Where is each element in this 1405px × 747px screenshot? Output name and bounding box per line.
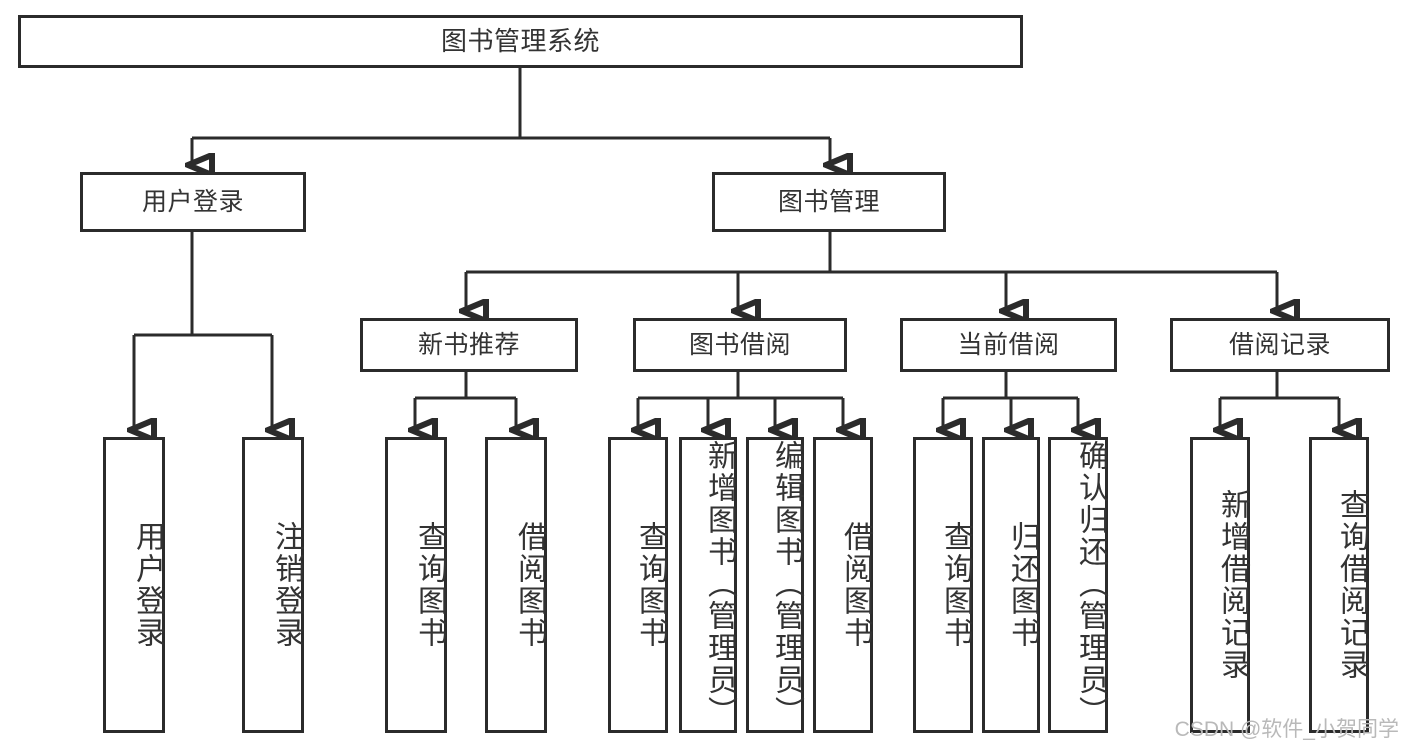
- node-borrow-record[interactable]: 借阅记录: [1170, 318, 1390, 372]
- node-current-borrow-label: 当前借阅: [957, 331, 1060, 359]
- node-leaf-borrow-book-1-label: 借阅图书: [513, 521, 546, 649]
- node-leaf-user-login[interactable]: 用户登录: [103, 437, 165, 733]
- node-leaf-return-book-label: 归还图书: [1006, 521, 1039, 649]
- node-leaf-add-book[interactable]: 新增图书（管理员）: [679, 437, 737, 733]
- node-leaf-edit-book[interactable]: 编辑图书（管理员）: [746, 437, 804, 733]
- node-leaf-user-login-label: 用户登录: [131, 521, 164, 649]
- node-user-login-label: 用户登录: [141, 188, 244, 216]
- node-leaf-add-record[interactable]: 新增借阅记录: [1190, 437, 1250, 733]
- node-leaf-query-book-3[interactable]: 查询图书: [913, 437, 973, 733]
- node-new-book-recommend-label: 新书推荐: [417, 331, 520, 359]
- node-leaf-query-book-2-label: 查询图书: [634, 521, 667, 649]
- node-leaf-query-book-3-label: 查询图书: [939, 521, 972, 649]
- node-leaf-confirm-return[interactable]: 确认归还（管理员）: [1048, 437, 1108, 733]
- node-book-manage[interactable]: 图书管理: [712, 172, 946, 232]
- node-leaf-query-record-label: 查询借阅记录: [1335, 489, 1368, 681]
- node-root-label: 图书管理系统: [440, 25, 600, 56]
- node-leaf-edit-book-label: 编辑图书（管理员）: [770, 440, 803, 728]
- node-borrow-record-label: 借阅记录: [1228, 331, 1331, 359]
- node-new-book-recommend[interactable]: 新书推荐: [360, 318, 578, 372]
- node-leaf-query-record[interactable]: 查询借阅记录: [1309, 437, 1369, 733]
- node-book-borrow[interactable]: 图书借阅: [633, 318, 847, 372]
- node-user-login[interactable]: 用户登录: [80, 172, 306, 232]
- node-leaf-confirm-return-label: 确认归还（管理员）: [1074, 440, 1107, 728]
- node-leaf-user-logout[interactable]: 注销登录: [242, 437, 304, 733]
- node-book-borrow-label: 图书借阅: [688, 331, 791, 359]
- node-leaf-return-book[interactable]: 归还图书: [982, 437, 1040, 733]
- node-leaf-query-book-1[interactable]: 查询图书: [385, 437, 447, 733]
- node-leaf-query-book-2[interactable]: 查询图书: [608, 437, 668, 733]
- node-leaf-borrow-book-2-label: 借阅图书: [839, 521, 872, 649]
- node-leaf-borrow-book-2[interactable]: 借阅图书: [813, 437, 873, 733]
- node-leaf-query-book-1-label: 查询图书: [413, 521, 446, 649]
- node-leaf-add-book-label: 新增图书（管理员）: [703, 440, 736, 728]
- node-root[interactable]: 图书管理系统: [18, 15, 1023, 68]
- node-leaf-borrow-book-1[interactable]: 借阅图书: [485, 437, 547, 733]
- node-leaf-user-logout-label: 注销登录: [270, 521, 303, 649]
- node-current-borrow[interactable]: 当前借阅: [900, 318, 1117, 372]
- node-leaf-add-record-label: 新增借阅记录: [1216, 489, 1249, 681]
- node-book-manage-label: 图书管理: [777, 188, 880, 216]
